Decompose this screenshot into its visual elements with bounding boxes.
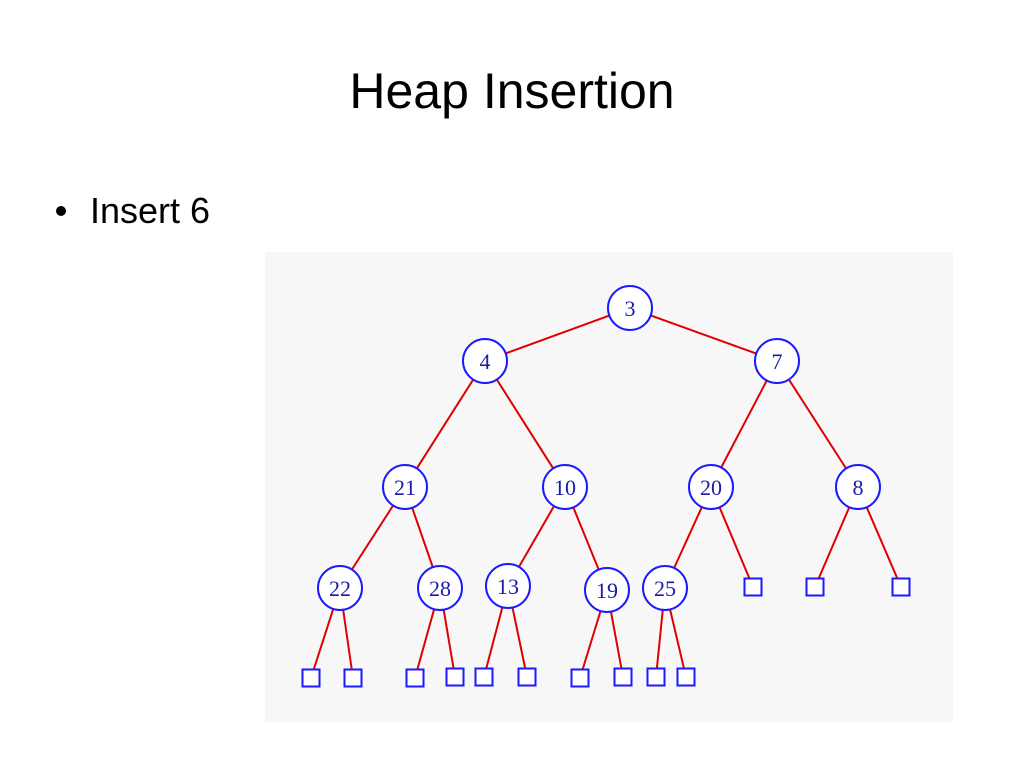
heap-diagram-panel: 3 4 7 21 10 20 8 22 28 13 19 25	[265, 252, 953, 722]
tree-edge	[609, 611, 623, 669]
tree-edge	[669, 609, 685, 669]
tree-edge	[485, 607, 504, 669]
heap-node: 20	[688, 464, 734, 510]
empty-leaf-square	[301, 668, 321, 688]
empty-leaf-square	[676, 667, 696, 687]
tree-edge	[518, 505, 555, 568]
heap-node-label: 10	[554, 475, 576, 500]
heap-node: 4	[462, 338, 508, 384]
empty-leaf-node	[343, 668, 363, 688]
empty-leaf-node	[805, 577, 825, 597]
heap-node-circle	[382, 464, 428, 510]
empty-leaf-node	[570, 668, 590, 688]
empty-leaf-node	[474, 667, 494, 687]
tree-edge	[495, 379, 555, 469]
heap-node-circle	[584, 567, 630, 613]
heap-node-label: 20	[700, 475, 722, 500]
node-layer: 3 4 7 21 10 20 8 22 28 13 19 25	[301, 285, 911, 688]
tree-edge	[720, 380, 768, 468]
edge-layer	[312, 314, 899, 670]
heap-node: 19	[584, 567, 630, 613]
tree-edge	[415, 379, 475, 469]
heap-node: 22	[317, 565, 363, 611]
empty-leaf-node	[445, 667, 465, 687]
empty-leaf-square	[646, 667, 666, 687]
empty-leaf-node	[743, 577, 763, 597]
heap-node-circle	[642, 565, 688, 611]
tree-edge	[416, 608, 436, 670]
heap-node-circle	[317, 565, 363, 611]
empty-leaf-square	[743, 577, 763, 597]
heap-tree-diagram: 3 4 7 21 10 20 8 22 28 13 19 25	[301, 285, 911, 688]
heap-node: 8	[835, 464, 881, 510]
empty-leaf-square	[570, 668, 590, 688]
empty-leaf-square	[517, 667, 537, 687]
tree-edge	[650, 314, 757, 355]
tree-edge	[511, 607, 527, 669]
tree-edge	[788, 378, 847, 470]
tree-edge	[865, 506, 899, 579]
heap-node: 25	[642, 565, 688, 611]
tree-edge	[572, 506, 600, 571]
heap-node-label: 22	[329, 576, 351, 601]
heap-node: 21	[382, 464, 428, 510]
tree-edge	[817, 506, 851, 579]
empty-leaf-node	[891, 577, 911, 597]
tree-edge	[673, 506, 703, 569]
heap-node-label: 7	[772, 349, 783, 374]
heap-node-circle	[607, 285, 653, 331]
tree-edge	[581, 610, 602, 670]
heap-node: 28	[417, 565, 463, 611]
heap-node-circle	[485, 563, 531, 609]
heap-node-label: 13	[497, 574, 519, 599]
tree-edge	[655, 609, 664, 669]
empty-leaf-square	[891, 577, 911, 597]
bullet-list: Insert 6	[56, 190, 210, 232]
tree-edge	[411, 507, 434, 568]
heap-node: 3	[607, 285, 653, 331]
bullet-text: Insert 6	[90, 190, 211, 231]
empty-leaf-square	[405, 668, 425, 688]
bullet-item: Insert 6	[56, 190, 210, 232]
heap-node: 13	[485, 563, 531, 609]
heap-node-circle	[462, 338, 508, 384]
empty-leaf-square	[343, 668, 363, 688]
heap-node-label: 21	[394, 475, 416, 500]
heap-node-circle	[542, 464, 588, 510]
heap-node-label: 8	[853, 475, 864, 500]
heap-node-circle	[417, 565, 463, 611]
tree-edge	[505, 314, 610, 355]
bullet-dot-icon	[56, 206, 66, 216]
heap-node-label: 3	[625, 296, 636, 321]
empty-leaf-node	[676, 667, 696, 687]
empty-leaf-square	[474, 667, 494, 687]
empty-leaf-square	[805, 577, 825, 597]
empty-leaf-node	[613, 667, 633, 687]
empty-leaf-square	[445, 667, 465, 687]
heap-node-circle	[754, 338, 800, 384]
empty-leaf-node	[517, 667, 537, 687]
heap-node-circle	[688, 464, 734, 510]
tree-edge	[351, 504, 394, 571]
heap-node-label: 4	[480, 349, 491, 374]
tree-edge	[342, 609, 353, 670]
empty-leaf-node	[405, 668, 425, 688]
empty-leaf-node	[301, 668, 321, 688]
heap-node: 10	[542, 464, 588, 510]
heap-node-circle	[835, 464, 881, 510]
heap-node-label: 19	[596, 578, 618, 603]
heap-node-label: 25	[654, 576, 676, 601]
heap-node-label: 28	[429, 576, 451, 601]
empty-leaf-node	[646, 667, 666, 687]
tree-edge	[718, 506, 751, 579]
heap-node: 7	[754, 338, 800, 384]
tree-edge	[442, 609, 455, 669]
slide-title: Heap Insertion	[349, 63, 675, 119]
empty-leaf-square	[613, 667, 633, 687]
tree-edge	[312, 608, 335, 670]
